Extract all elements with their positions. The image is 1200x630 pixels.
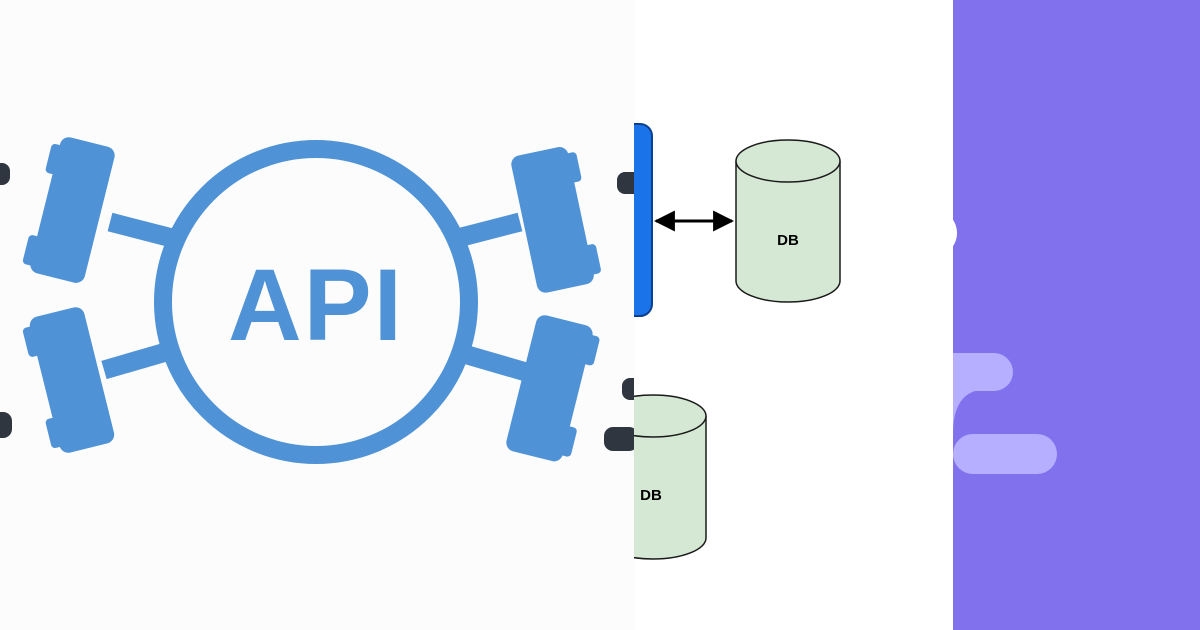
plug-bottom-left [22,307,115,453]
connector-stems [101,212,529,382]
api-label: API [228,248,404,362]
light-bar-bottom [953,434,1057,474]
api-ring [154,140,478,464]
white-circle-shape [953,219,957,247]
left-bottom-cable-stub [0,412,12,438]
plug-bottom-right [506,315,600,462]
right-bottom-cable-stub [604,427,634,451]
plug-top-right [511,147,601,293]
light-bar-top [953,353,1013,391]
purple-graphic-panel [953,0,1200,630]
db-label: DB [640,487,662,504]
service-box [634,123,653,317]
light-bar-connector [953,391,975,434]
db-label: DB [777,232,799,249]
right-mid-cable-stub [622,378,634,400]
db-cylinder-bottom: DB [634,394,707,560]
abstract-graphic [953,0,1200,630]
api-illustration-panel: API [0,137,634,464]
right-top-cable-stub [617,172,634,194]
database-diagram: DB DB [634,123,841,560]
plug-heads [22,137,601,462]
api-plugs-icon: API [0,137,634,464]
left-top-cable-stub [0,163,10,185]
plug-top-left [22,137,115,283]
database-diagram-panel: DB DB [634,0,953,630]
db-cylinder-top: DB [735,139,841,303]
